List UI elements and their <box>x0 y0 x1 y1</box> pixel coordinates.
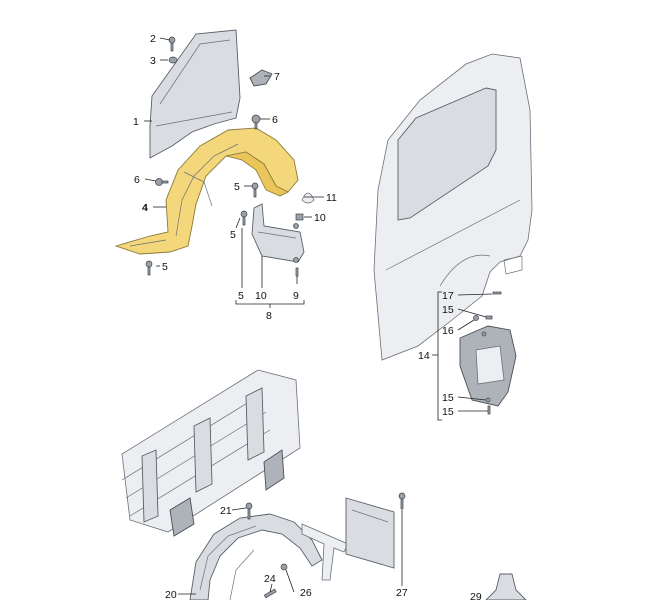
callout-15-top: 15 <box>442 304 454 316</box>
mud-flap-rear <box>459 291 517 415</box>
wheel-housing-liner-highlighted <box>114 127 299 255</box>
bolt-part-21 <box>245 502 253 520</box>
callout-20: 20 <box>165 589 177 600</box>
clip-part-24 <box>263 588 277 599</box>
callout-29: 29 <box>470 591 482 600</box>
callout-labels: 1 2 3 7 6 6 5 11 4 10 5 5 5 10 9 8 17 15… <box>133 33 482 600</box>
leader-lines <box>144 37 493 595</box>
front-wing-part <box>149 29 241 159</box>
bolt-part-5-mid <box>251 182 259 198</box>
screw-part-2 <box>168 36 176 52</box>
callout-5-bottom: 5 <box>238 290 244 302</box>
callout-6-top: 6 <box>272 114 278 126</box>
rear-wheel-housing <box>189 513 323 600</box>
bolt-part-6-top <box>251 114 261 130</box>
callout-15-mid: 15 <box>442 392 454 404</box>
callout-8: 8 <box>266 310 272 322</box>
bolt-part-6-left <box>155 178 169 186</box>
bolt-part-9 <box>295 267 299 277</box>
bolt-part-5-right <box>240 210 248 226</box>
callout-6-left: 6 <box>134 174 140 186</box>
callout-1: 1 <box>133 116 139 128</box>
callout-5-right: 5 <box>230 229 236 241</box>
mud-flap-front <box>251 203 305 263</box>
callout-17: 17 <box>442 290 454 302</box>
callout-27: 27 <box>396 587 408 599</box>
bolt-part-27 <box>398 492 406 510</box>
callout-3: 3 <box>150 55 156 67</box>
callout-21: 21 <box>220 505 232 517</box>
callout-5-mid: 5 <box>234 181 240 193</box>
callout-10-bottom: 10 <box>255 290 267 302</box>
callout-14: 14 <box>418 350 430 362</box>
callout-5-low: 5 <box>162 261 168 273</box>
callout-24: 24 <box>264 573 276 585</box>
nut-part-10 <box>295 213 304 221</box>
callout-15-bottom: 15 <box>442 406 454 418</box>
callout-7: 7 <box>274 71 280 83</box>
bolt-part-5-low <box>145 260 153 276</box>
callout-9: 9 <box>293 290 299 302</box>
plate-holder <box>345 497 395 569</box>
pickup-bed <box>121 369 301 537</box>
nut-part-26 <box>280 563 288 571</box>
callout-16: 16 <box>442 325 454 337</box>
grommet-part-11 <box>301 192 315 204</box>
van-rear-body <box>373 53 533 361</box>
nut-part-3 <box>168 56 178 64</box>
clip-part-7 <box>249 69 273 87</box>
callout-26: 26 <box>300 587 312 599</box>
part-29 <box>485 573 527 600</box>
callout-2: 2 <box>150 33 156 45</box>
callout-4: 4 <box>142 202 148 214</box>
callout-11: 11 <box>326 192 337 204</box>
callout-10-top: 10 <box>314 212 326 224</box>
